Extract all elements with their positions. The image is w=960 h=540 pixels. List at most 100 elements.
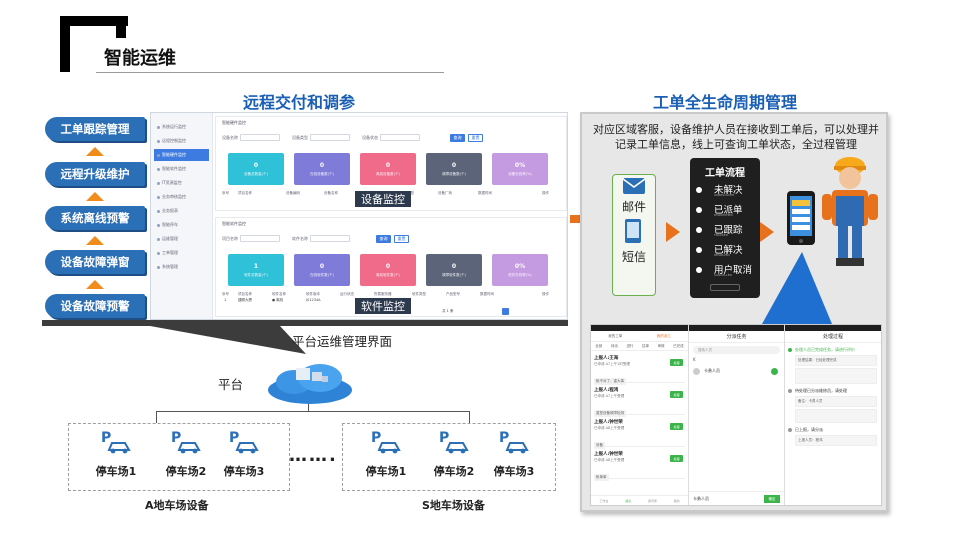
parking-lot: P 停车场2: [158, 428, 214, 479]
panel-title: 智能软件监控: [222, 221, 246, 226]
subtab[interactable]: 进行: [626, 343, 634, 348]
handle-button[interactable]: 处理: [670, 455, 683, 462]
tab-my-dispatch[interactable]: 我的派工: [656, 333, 671, 338]
reset-button[interactable]: 重置: [394, 235, 409, 243]
device-name-input[interactable]: [240, 134, 280, 141]
ticket-card[interactable]: 上报人:钟世荣 已申请 A8上午受理 设备 处理: [594, 417, 685, 449]
sidebar-item[interactable]: 智能软件监控: [154, 163, 209, 175]
parking-car-icon: P: [499, 430, 529, 454]
device-type-select[interactable]: [310, 134, 350, 141]
mobile-screen-tickets: 我的工单 我的派工 全部 待派 进行 挂单 审核 已完成 上报人:王海 已申请 …: [591, 325, 689, 505]
group-box-a: [68, 423, 290, 491]
parking-lot-name: 停车场2: [165, 465, 207, 478]
sidebar-item[interactable]: 运维管理: [154, 233, 209, 245]
stack-item-fault-warning: 设备故障预警: [45, 294, 145, 318]
avatar: [693, 367, 700, 375]
parking-lot: P 停车场1: [88, 428, 144, 479]
pager-text: 共 1 条: [442, 309, 454, 313]
stat-card-rate: 0%软件在线率(%): [492, 254, 548, 286]
nav-item[interactable]: 我的: [673, 498, 680, 503]
software-name-input[interactable]: [310, 235, 350, 242]
reset-button[interactable]: 重置: [468, 134, 483, 142]
connector-line: [308, 404, 309, 412]
platform-ui-caption: 平台运维管理界面: [292, 334, 393, 349]
pager-current-page[interactable]: [502, 308, 509, 315]
table-cell: JS1234A: [306, 298, 321, 302]
sms-phone-icon: [625, 219, 641, 243]
sidebar-item-active[interactable]: 智能硬件监控: [154, 149, 209, 161]
subtab[interactable]: 挂单: [642, 343, 650, 348]
ticket-card[interactable]: 上报人:钟世荣 已申请 A8上午受理 帐单单 处理: [594, 449, 685, 481]
handle-button[interactable]: 处理: [670, 359, 683, 366]
group-label-s: S地车场设备: [422, 499, 485, 512]
sidebar-item[interactable]: 业务报表: [154, 205, 209, 217]
ellipsis: …….: [289, 445, 338, 466]
up-arrow-icon: [86, 192, 104, 201]
check-icon[interactable]: [771, 367, 778, 375]
query-button[interactable]: 查询: [450, 134, 465, 142]
chevron-right-icon: [666, 222, 680, 242]
sidebar-item[interactable]: 系统管理: [154, 261, 209, 273]
device-status-select[interactable]: [380, 134, 420, 141]
parking-lot: P 停车场1: [358, 428, 414, 479]
parking-lot-name: 停车场3: [493, 465, 535, 478]
project-name-input[interactable]: [240, 235, 280, 242]
search-input[interactable]: 搜索人员: [693, 346, 780, 354]
logo-mark: [60, 16, 128, 72]
sidebar-item[interactable]: 智能停车: [154, 219, 209, 231]
column-header: 序号: [222, 191, 229, 195]
mobile-app-screens: 我的工单 我的派工 全部 待派 进行 挂单 审核 已完成 上报人:王海 已申请 …: [590, 324, 882, 506]
sidebar-item[interactable]: 系统运行监控: [154, 121, 209, 133]
column-header: 操作: [542, 292, 549, 296]
nav-item[interactable]: 工作台: [599, 498, 609, 503]
mobile-screen-dispatch: 分派任务 搜索人员 K 卡勇人员 卡勇人员 确定: [689, 325, 785, 505]
nav-item[interactable]: 通讯录: [647, 498, 657, 503]
ticket-card[interactable]: 上报人:程鸿 已申请 A7上午受理 重型设备故障检测 处理: [594, 385, 685, 417]
subtab[interactable]: 全部: [595, 343, 603, 348]
query-button[interactable]: 查询: [376, 235, 391, 243]
subtab[interactable]: 待派: [610, 343, 618, 348]
nav-item[interactable]: 消息: [625, 498, 632, 503]
workorder-panel: 对应区域客服，设备维护人员在接收到工单后，可以处理并记录工单信息，线上可查询工单…: [580, 112, 888, 512]
handle-button[interactable]: 处理: [670, 391, 683, 398]
device-monitor-label: 设备监控: [355, 191, 411, 207]
ticket-card[interactable]: 上报人:王海 已申请 A7上午1时受理 帐不对了，重大事 处理: [594, 353, 685, 385]
panel-title: 智能硬件监控: [222, 120, 246, 125]
filter-label: 设备名称: [222, 135, 238, 140]
sidebar-item[interactable]: 工单管理: [154, 247, 209, 259]
parking-lot-name: 停车场1: [365, 465, 407, 478]
sidebar-item[interactable]: 远程控制监控: [154, 135, 209, 147]
column-header: 所属服务器: [374, 292, 392, 296]
maintenance-worker-icon: [822, 157, 878, 266]
sms-label: 短信: [622, 250, 647, 264]
subtab[interactable]: 审核: [657, 343, 665, 348]
handle-button[interactable]: 处理: [670, 423, 683, 430]
sidebar-item[interactable]: IT资源监控: [154, 177, 209, 189]
stack-item-ticket-tracking: 工单跟踪管理: [45, 117, 145, 141]
svg-text:P: P: [439, 430, 449, 446]
sidebar-item[interactable]: 业务审核监控: [154, 191, 209, 203]
column-header: 操作: [542, 191, 549, 195]
dispatch-footer: 卡勇人员 确定: [689, 491, 784, 505]
parking-car-icon: P: [439, 430, 469, 454]
parking-car-icon: P: [101, 430, 131, 454]
chevron-right-icon: [760, 222, 774, 242]
column-header: 数据时间: [478, 191, 492, 195]
bottom-nav: 工作台 消息 通讯录 我的: [591, 495, 688, 505]
workorder-description: 对应区域客服，设备维护人员在接收到工单后，可以处理并记录工单信息，线上可查询工单…: [593, 123, 879, 151]
table-cell: ● 离线: [272, 298, 284, 302]
parking-lot-name: 停车场1: [95, 465, 137, 478]
svg-text:P: P: [229, 430, 239, 446]
tab-my-tickets[interactable]: 我的工单: [608, 333, 623, 338]
column-header: 产品型号: [446, 292, 460, 296]
subtab[interactable]: 已完成: [673, 343, 684, 348]
confirm-button[interactable]: 确定: [764, 495, 780, 503]
group-box-s: [342, 423, 556, 491]
person-row[interactable]: 卡勇人员: [693, 365, 780, 377]
